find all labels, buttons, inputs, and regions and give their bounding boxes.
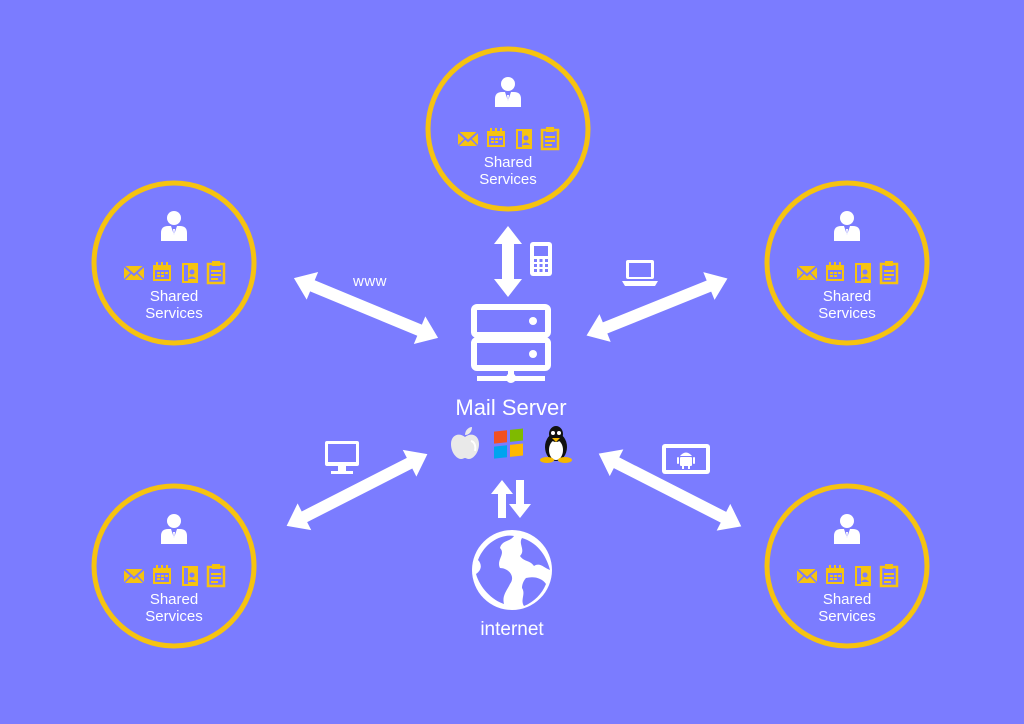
node-ring <box>764 180 930 346</box>
user-icon <box>834 514 860 544</box>
user-icon <box>161 211 187 241</box>
arrow-left-bottom-server <box>286 449 428 531</box>
node-label-line1: Shared <box>149 591 199 608</box>
mail-icon <box>457 131 479 147</box>
node-left-top <box>91 180 257 346</box>
contacts-icon <box>182 566 198 586</box>
node-label-line1: Shared <box>822 591 872 608</box>
apple-icon <box>451 427 479 459</box>
node-top-label: Shared Services <box>448 154 568 189</box>
mail-icon <box>123 265 145 281</box>
user-icon <box>161 514 187 544</box>
notes-icon <box>540 125 560 151</box>
globe-icon <box>472 530 552 610</box>
laptop-icon <box>622 260 658 286</box>
www-label: www <box>353 273 387 290</box>
node-label-line2: Services <box>818 608 876 626</box>
notes-icon <box>206 259 226 285</box>
user-icon <box>495 77 521 107</box>
calendar-icon <box>487 128 505 147</box>
calendar-icon <box>153 565 171 584</box>
user-icon <box>834 211 860 241</box>
mobile-phone-icon <box>530 242 552 276</box>
android-tablet-icon <box>662 444 710 474</box>
node-top <box>425 46 591 212</box>
calendar-icon <box>153 262 171 281</box>
node-right-top-label: Shared Services <box>787 288 907 323</box>
node-label-line1: Shared <box>149 288 199 305</box>
node-label-line1: Shared <box>822 288 872 305</box>
server-icon <box>471 304 551 383</box>
arrow-left-top-server <box>293 271 439 345</box>
calendar-icon <box>826 565 844 584</box>
arrow-right-top-server <box>586 272 728 342</box>
arrow-server-internet <box>491 480 531 518</box>
node-ring <box>764 483 930 649</box>
node-left-bottom <box>91 483 257 649</box>
node-ring <box>91 180 257 346</box>
node-left-top-label: Shared Services <box>114 288 234 323</box>
contacts-icon <box>855 263 871 283</box>
mail-icon <box>796 568 818 584</box>
internet-label: internet <box>480 619 544 640</box>
node-right-bottom-label: Shared Services <box>787 591 907 626</box>
mail-icon <box>796 265 818 281</box>
arrow-right-bottom-server <box>598 449 742 531</box>
node-ring <box>91 483 257 649</box>
node-label-line2: Services <box>145 305 203 323</box>
node-label-line2: Services <box>818 305 876 323</box>
calendar-icon <box>826 262 844 281</box>
linux-icon <box>540 426 572 463</box>
node-left-bottom-label: Shared Services <box>114 591 234 626</box>
arrow-top-server <box>494 226 522 297</box>
windows-icon <box>494 428 523 459</box>
contacts-icon <box>182 263 198 283</box>
node-right-top <box>764 180 930 346</box>
node-ring <box>425 46 591 212</box>
node-right-bottom <box>764 483 930 649</box>
mail-icon <box>123 568 145 584</box>
notes-icon <box>206 562 226 588</box>
notes-icon <box>879 259 899 285</box>
desktop-monitor-icon <box>325 441 359 474</box>
contacts-icon <box>516 129 532 149</box>
node-label-line2: Services <box>479 171 537 189</box>
contacts-icon <box>855 566 871 586</box>
notes-icon <box>879 562 899 588</box>
node-label-line2: Services <box>145 608 203 626</box>
server-label: Mail Server <box>455 395 567 420</box>
node-label-line1: Shared <box>483 154 533 171</box>
